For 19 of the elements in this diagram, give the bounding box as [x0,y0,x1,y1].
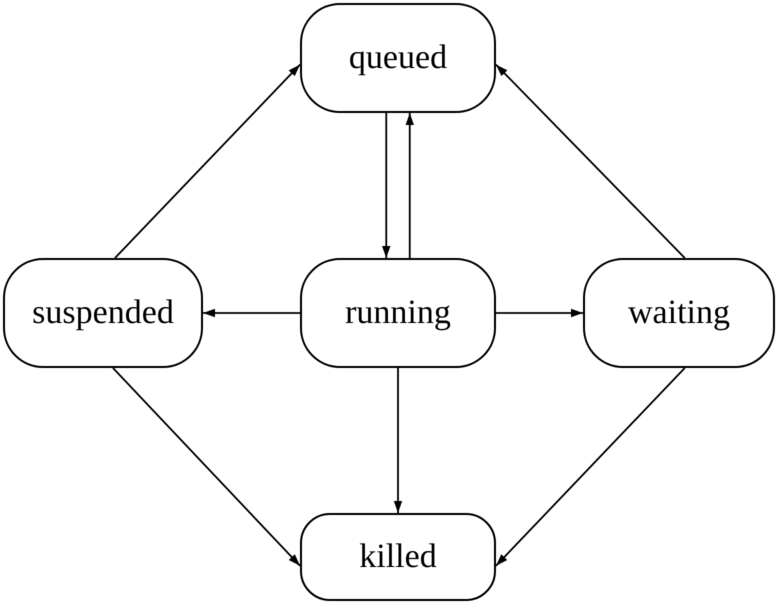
state-box [583,258,775,368]
arrow [406,113,414,258]
state-box [300,3,496,113]
state-label: suspended [32,294,174,332]
state-box [300,258,496,368]
arrow [496,308,583,318]
state-label: queued [348,39,448,77]
state-label: waiting [628,294,730,332]
arrow [495,64,686,259]
arrow [394,368,402,513]
arrow [382,113,390,258]
arrow [495,367,686,566]
arrow [203,308,300,318]
state-label: running [345,294,451,332]
state-box [3,258,203,368]
state-box [300,513,496,601]
arrow [112,367,301,566]
arrow [114,64,301,259]
state-label: killed [359,538,437,576]
